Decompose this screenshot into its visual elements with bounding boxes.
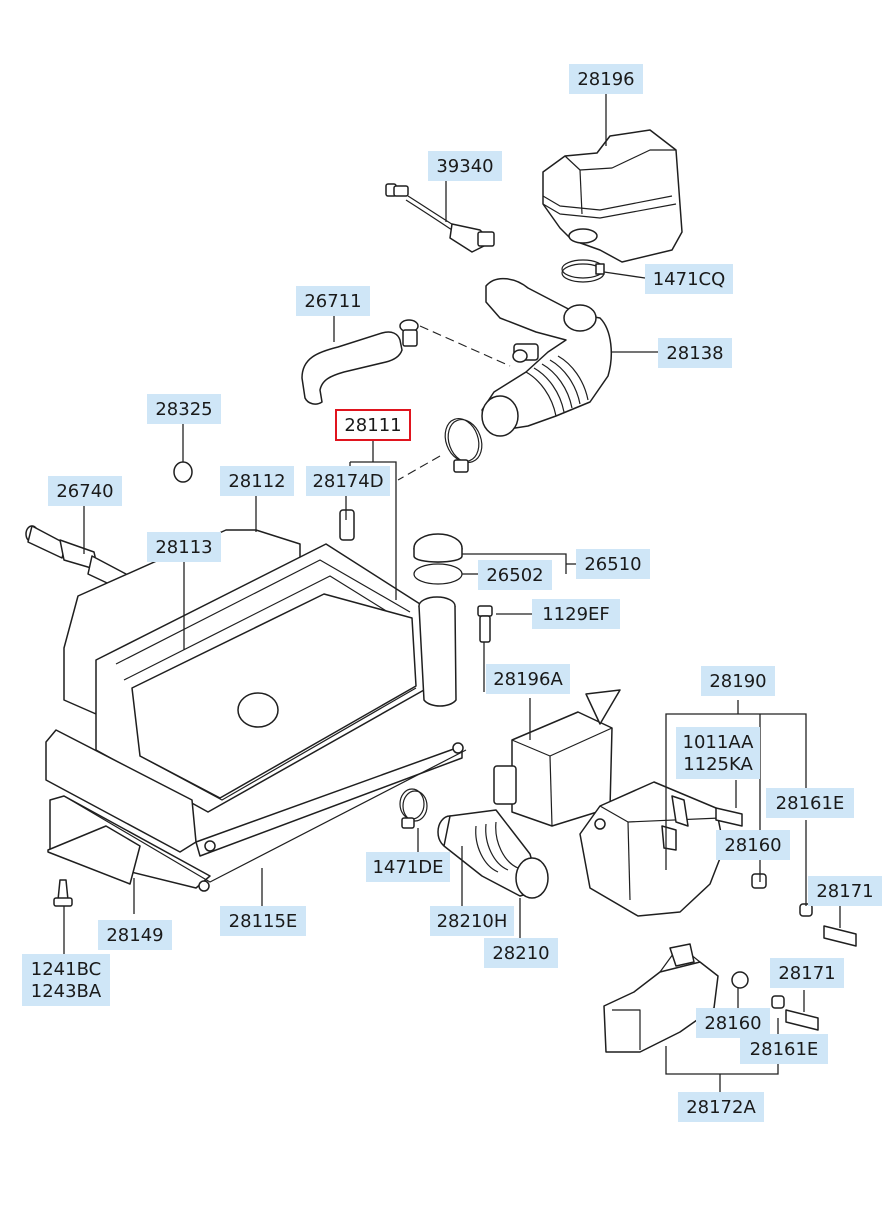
sensor-39340-drawing xyxy=(385,183,495,253)
callout-28196[interactable]: 28196 xyxy=(569,64,643,94)
callout-1011AA-1125KA[interactable]: 1011AA 1125KA xyxy=(676,727,760,779)
label-28196A: 28196A xyxy=(493,669,563,690)
callout-28174D[interactable]: 28174D xyxy=(306,466,390,496)
callout-1471CQ[interactable]: 1471CQ xyxy=(645,264,733,294)
label-28160-lower: 28160 xyxy=(704,1013,761,1034)
callout-28111[interactable]: 28111 xyxy=(335,409,411,441)
callout-26740[interactable]: 26740 xyxy=(48,476,122,506)
label-28210: 28210 xyxy=(492,943,549,964)
callout-28115E[interactable]: 28115E xyxy=(220,906,306,936)
hose-28138-drawing xyxy=(481,277,613,437)
label-28112: 28112 xyxy=(228,471,285,492)
callout-28210[interactable]: 28210 xyxy=(484,938,558,968)
callout-28172A[interactable]: 28172A xyxy=(678,1092,764,1122)
callout-28160-upper[interactable]: 28160 xyxy=(716,830,790,860)
label-39340: 39340 xyxy=(436,156,493,177)
screw-1241BC-drawing xyxy=(53,879,73,907)
label-28111: 28111 xyxy=(344,415,401,436)
label-1471DE: 1471DE xyxy=(372,857,443,878)
callout-26502[interactable]: 26502 xyxy=(478,560,552,590)
callout-1241BC-1243BA[interactable]: 1241BC 1243BA xyxy=(22,954,110,1006)
label-28210H: 28210H xyxy=(437,911,508,932)
clamp-1471DE-drawing xyxy=(399,788,428,829)
bolt-1129EF-drawing xyxy=(477,605,493,643)
callout-26510[interactable]: 26510 xyxy=(576,549,650,579)
callout-28325[interactable]: 28325 xyxy=(147,394,221,424)
label-26510: 26510 xyxy=(584,554,641,575)
fitting-26740-drawing xyxy=(25,525,127,591)
callout-28113[interactable]: 28113 xyxy=(147,532,221,562)
callout-28190[interactable]: 28190 xyxy=(701,666,775,696)
label-1243BA: 1243BA xyxy=(31,981,102,1002)
label-28113: 28113 xyxy=(155,537,212,558)
duct-28210-drawing xyxy=(437,809,549,899)
label-26711: 26711 xyxy=(304,291,361,312)
callout-28171-lower[interactable]: 28171 xyxy=(770,958,844,988)
label-28161E-lower: 28161E xyxy=(750,1039,819,1060)
callout-28112[interactable]: 28112 xyxy=(220,466,294,496)
label-1125KA: 1125KA xyxy=(683,754,753,775)
cap-26510-drawing xyxy=(413,533,463,585)
callout-28160-lower[interactable]: 28160 xyxy=(696,1008,770,1038)
label-1129EF: 1129EF xyxy=(542,604,610,625)
clamp-1471CQ-drawing xyxy=(561,259,605,283)
label-28196: 28196 xyxy=(577,69,634,90)
label-28160-upper: 28160 xyxy=(724,835,781,856)
callout-28149[interactable]: 28149 xyxy=(98,920,172,950)
callout-1471DE[interactable]: 1471DE xyxy=(366,852,450,882)
label-28115E: 28115E xyxy=(229,911,298,932)
duct-28172A-drawing xyxy=(603,943,719,1053)
hose-26711-drawing xyxy=(301,319,511,405)
callout-28196A[interactable]: 28196A xyxy=(486,664,570,694)
callout-28171-upper[interactable]: 28171 xyxy=(808,876,882,906)
tube-drawing xyxy=(418,596,457,707)
label-28171-upper: 28171 xyxy=(816,881,873,902)
label-26502: 26502 xyxy=(486,565,543,586)
bracket-28190-drawing xyxy=(579,781,725,917)
clamp-28174D-drawing xyxy=(397,418,483,481)
label-28138: 28138 xyxy=(666,343,723,364)
label-28171-lower: 28171 xyxy=(778,963,835,984)
label-28172A: 28172A xyxy=(686,1097,756,1118)
resonator-28196-drawing xyxy=(542,129,683,263)
label-28161E-upper: 28161E xyxy=(776,793,845,814)
callout-28138[interactable]: 28138 xyxy=(658,338,732,368)
callout-28161E-lower[interactable]: 28161E xyxy=(740,1034,828,1064)
label-1241BC: 1241BC xyxy=(31,959,101,980)
callout-28161E-upper[interactable]: 28161E xyxy=(766,788,854,818)
label-28190: 28190 xyxy=(709,671,766,692)
label-1471CQ: 1471CQ xyxy=(653,269,726,290)
grommet-28325-drawing xyxy=(173,461,193,483)
label-28149: 28149 xyxy=(106,925,163,946)
air-cleaner-drawing xyxy=(45,509,467,892)
label-26740: 26740 xyxy=(56,481,113,502)
callout-1129EF[interactable]: 1129EF xyxy=(532,599,620,629)
callout-39340[interactable]: 39340 xyxy=(428,151,502,181)
label-28174D: 28174D xyxy=(312,471,383,492)
callouts: 28196 39340 1471CQ 26711 28138 28325 281… xyxy=(22,64,882,1122)
callout-28210H[interactable]: 28210H xyxy=(430,906,514,936)
callout-26711[interactable]: 26711 xyxy=(296,286,370,316)
label-1011AA: 1011AA xyxy=(683,732,755,753)
label-28325: 28325 xyxy=(155,399,212,420)
